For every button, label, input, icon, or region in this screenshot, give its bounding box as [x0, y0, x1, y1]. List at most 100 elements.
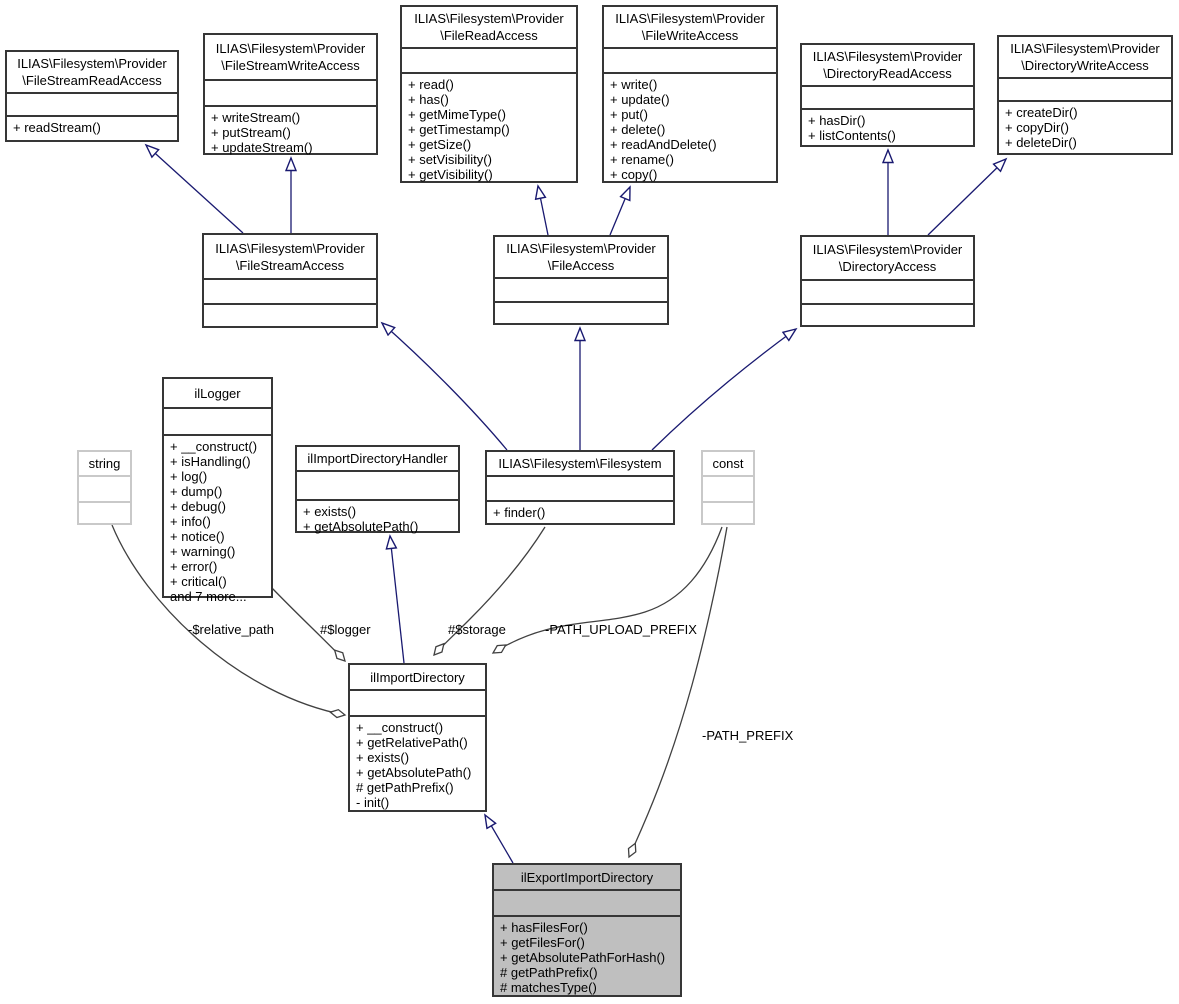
method: + __construct() [356, 720, 444, 735]
method: + has() [408, 92, 449, 107]
method: + delete() [610, 122, 666, 137]
class-methods-section: + writeStream() + putStream() + updateSt… [205, 105, 376, 155]
class-box-file-read-access[interactable]: ILIAS\Filesystem\Provider \FileReadAcces… [400, 5, 578, 183]
edge-label-upload-prefix: -PATH_UPLOAD_PREFIX [545, 622, 697, 637]
class-methods-section [703, 501, 753, 506]
class-box-file-stream-write-access[interactable]: ILIAS\Filesystem\Provider \FileStreamWri… [203, 33, 378, 155]
class-methods-section [802, 303, 973, 308]
class-box-filesystem[interactable]: ILIAS\Filesystem\Filesystem + finder() [485, 450, 675, 525]
aggregation-edge-string-to-ilimportdirectory [111, 524, 347, 719]
class-box-ilimportdirectory[interactable]: ilImportDirectory + __construct() + getR… [348, 663, 487, 812]
class-box-file-write-access[interactable]: ILIAS\Filesystem\Provider \FileWriteAcce… [602, 5, 778, 183]
method: + info() [170, 514, 211, 529]
class-title: ilLogger [194, 385, 241, 401]
inheritance-edge-filesystem-to-filestreamaccess [382, 323, 508, 451]
class-attributes-section [79, 475, 130, 501]
class-attributes-section [495, 277, 667, 301]
class-title: ilExportImportDirectory [520, 869, 654, 885]
method: + getVisibility() [408, 167, 493, 182]
method: # getPathPrefix() [356, 780, 454, 795]
class-box-directory-read-access[interactable]: ILIAS\Filesystem\Provider \DirectoryRead… [800, 43, 975, 147]
method: + hasDir() [808, 113, 866, 128]
method: + dump() [170, 484, 223, 499]
method: + read() [408, 77, 454, 92]
class-box-string[interactable]: string [77, 450, 132, 525]
method: and 7 more... [170, 589, 247, 604]
method: + createDir() [1005, 105, 1078, 120]
class-attributes-section [204, 278, 376, 303]
method: + finder() [493, 505, 546, 520]
inheritance-edge-ilexportimportdirectory-to-ilimportdirectory [485, 815, 514, 864]
method: + setVisibility() [408, 152, 492, 167]
class-methods-section: + readStream() [7, 115, 177, 135]
method: + getFilesFor() [500, 935, 585, 950]
aggregation-edge-filesystem-to-ilimportdirectory [433, 526, 546, 657]
method: + getTimestamp() [408, 122, 510, 137]
method: + hasFilesFor() [500, 920, 588, 935]
method: + error() [170, 559, 218, 574]
aggregation-edge-const-to-ilexportimportdirectory [627, 526, 728, 859]
method: + copyDir() [1005, 120, 1069, 135]
class-attributes-section [999, 77, 1171, 100]
method: + updateStream() [211, 140, 313, 155]
class-methods-section: + hasDir() + listContents() [802, 108, 973, 143]
class-box-directory-access[interactable]: ILIAS\Filesystem\Provider \DirectoryAcce… [800, 235, 975, 327]
class-methods-section: + createDir() + copyDir() + deleteDir() [999, 100, 1171, 150]
class-methods-section [79, 501, 130, 506]
method: + readAndDelete() [610, 137, 717, 152]
class-methods-section [495, 301, 667, 306]
class-box-file-access[interactable]: ILIAS\Filesystem\Provider \FileAccess [493, 235, 669, 325]
class-title: ILIAS\Filesystem\Filesystem [498, 456, 662, 471]
class-methods-section: + exists() + getAbsolutePath() [297, 499, 458, 534]
inheritance-edge-filesystem-to-directoryaccess [651, 329, 796, 451]
class-box-const[interactable]: const [701, 450, 755, 525]
class-title: ILIAS\Filesystem\Provider \DirectoryAcce… [812, 242, 963, 274]
method: + write() [610, 77, 658, 92]
method: + put() [610, 107, 648, 122]
class-box-ilexportimportdirectory[interactable]: ilExportImportDirectory + hasFilesFor() … [492, 863, 682, 997]
class-box-illogger[interactable]: ilLogger + __construct() + isHandling() … [162, 377, 273, 604]
class-attributes-section [350, 689, 485, 715]
class-box-directory-write-access[interactable]: ILIAS\Filesystem\Provider \DirectoryWrit… [997, 35, 1173, 155]
class-methods-section: + write() + update() + put() + delete() … [604, 72, 776, 182]
method: + deleteDir() [1005, 135, 1077, 150]
class-title: const [712, 456, 744, 471]
class-attributes-section [164, 407, 271, 434]
method: + exists() [303, 504, 357, 519]
inheritance-edge-filestreamaccess-to-filestreamreadaccess [146, 145, 244, 234]
class-box-ilimportdirectoryhandler[interactable]: ilImportDirectoryHandler + exists() + ge… [295, 445, 460, 534]
class-methods-section: + read() + has() + getMimeType() + getTi… [402, 72, 576, 182]
class-methods-section [204, 303, 376, 308]
class-title: ILIAS\Filesystem\Provider \FileReadAcces… [414, 11, 564, 43]
class-attributes-section [205, 79, 376, 105]
aggregation-edge-const-to-ilimportdirectory [491, 526, 723, 654]
class-methods-section: + finder() [487, 500, 673, 520]
method: - init() [356, 795, 390, 810]
class-title: ILIAS\Filesystem\Provider \FileStreamWri… [215, 41, 366, 73]
class-attributes-section [402, 47, 576, 72]
class-title: ILIAS\Filesystem\Provider \FileStreamAcc… [215, 240, 365, 273]
method: + update() [610, 92, 670, 107]
method: + critical() [170, 574, 227, 589]
method: + getSize() [408, 137, 472, 152]
class-title: ILIAS\Filesystem\Provider \FileAccess [506, 241, 656, 273]
class-attributes-section [297, 470, 458, 499]
method: + debug() [170, 499, 227, 514]
class-attributes-section [494, 889, 680, 915]
method: + log() [170, 469, 208, 484]
edge-label-relative-path: -$relative_path [188, 622, 274, 637]
class-box-file-stream-read-access[interactable]: ILIAS\Filesystem\Provider \FileStreamRea… [5, 50, 179, 142]
aggregation-edge-illogger-to-ilimportdirectory [271, 587, 346, 663]
class-title: ILIAS\Filesystem\Provider \FileWriteAcce… [615, 11, 765, 43]
method: + getAbsolutePath() [303, 519, 419, 534]
class-box-file-stream-access[interactable]: ILIAS\Filesystem\Provider \FileStreamAcc… [202, 233, 378, 328]
method: + rename() [610, 152, 674, 167]
class-title: ilImportDirectoryHandler [307, 451, 448, 466]
method: + getRelativePath() [356, 735, 468, 750]
method: + warning() [170, 544, 236, 559]
method: # matchesType() [500, 980, 597, 995]
class-title: ILIAS\Filesystem\Provider \DirectoryWrit… [1010, 41, 1160, 73]
method: + notice() [170, 529, 225, 544]
class-attributes-section [487, 475, 673, 500]
